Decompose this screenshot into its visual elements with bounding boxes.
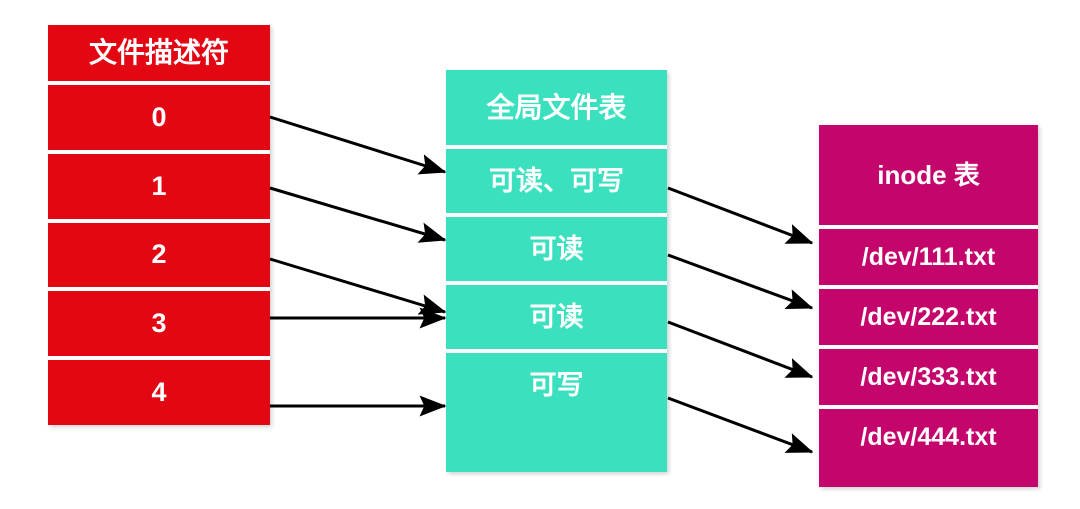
inode-table-header: inode 表 bbox=[877, 160, 980, 190]
fd-row-2: 2 bbox=[48, 218, 270, 288]
inode-row-3: /dev/444.txt bbox=[819, 405, 1038, 465]
fd-table-header: 文件描述符 bbox=[88, 37, 229, 68]
arrow-gft-r1-to-inode-222 bbox=[667, 253, 814, 310]
gft-table-header: 全局文件表 bbox=[486, 91, 627, 123]
arrow-gft-w-to-inode-444 bbox=[667, 396, 814, 454]
arrow-fd2-to-gft-r2 bbox=[269, 257, 447, 315]
arrow-gft-r2-to-inode-333 bbox=[667, 320, 814, 379]
arrow-fd1-to-gft-r1 bbox=[269, 186, 447, 243]
file-descriptor-table: 文件描述符 0 1 2 3 4 bbox=[48, 25, 270, 425]
global-file-table: 全局文件表 可读、可写 可读 可读 可写 bbox=[446, 70, 667, 472]
arrows-global-file-table-to-inode bbox=[667, 186, 814, 454]
arrow-gft-rw-to-inode-111 bbox=[667, 186, 814, 245]
inode-row-2: /dev/333.txt bbox=[819, 345, 1038, 405]
fd-row-4: 4 bbox=[48, 356, 270, 425]
gft-row-0: 可读、可写 bbox=[446, 145, 667, 213]
arrow-fd0-to-gft-rw bbox=[269, 115, 447, 175]
inode-row-0: /dev/111.txt bbox=[819, 225, 1038, 285]
inode-empty-space bbox=[819, 465, 1038, 487]
fd-row-0: 0 bbox=[48, 81, 270, 150]
gft-row-1: 可读 bbox=[446, 213, 667, 281]
fd-row-3: 3 bbox=[48, 287, 270, 356]
arrows-fd-to-global-file-table bbox=[269, 115, 447, 417]
inode-row-1: /dev/222.txt bbox=[819, 285, 1038, 345]
inode-table: inode 表 /dev/111.txt /dev/222.txt /dev/3… bbox=[819, 125, 1038, 487]
gft-row-2: 可读 bbox=[446, 281, 667, 349]
gft-empty-space bbox=[446, 417, 667, 472]
fd-row-1: 1 bbox=[48, 149, 270, 219]
gft-row-3: 可写 bbox=[446, 349, 667, 417]
